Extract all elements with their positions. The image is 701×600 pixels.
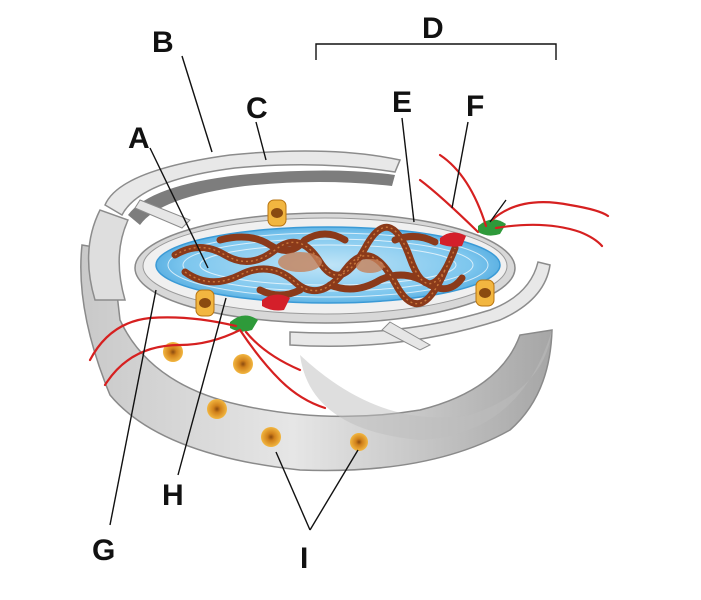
chromatin-texture: [174, 226, 456, 305]
nuclear-pore-icon: [350, 433, 368, 451]
label-h: H: [162, 479, 184, 512]
label-g: G: [92, 534, 115, 567]
nuclear-pore-icon: [233, 354, 253, 374]
nucleolus-blobs: [278, 252, 384, 273]
nuclear-pore-icon: [267, 199, 287, 227]
label-b: B: [152, 26, 174, 59]
outer-membrane-rim: [87, 150, 551, 347]
nucleoplasm: [155, 226, 501, 304]
nuclear-pore-icon: [207, 399, 227, 419]
nuclear-pore-icon: [195, 289, 215, 317]
nuclear-pore-icon: [475, 279, 495, 307]
nuclear-pore-icon: [163, 342, 183, 362]
label-a: A: [128, 122, 150, 155]
bracket-d: [315, 43, 557, 60]
ribosome-pointer: [489, 199, 507, 223]
label-d: D: [422, 12, 444, 45]
label-f: F: [466, 90, 484, 123]
nuclear-pore-icon: [261, 427, 281, 447]
nuclear-pores: [163, 199, 495, 451]
label-e: E: [392, 86, 412, 119]
outer-membrane-body: [80, 244, 553, 472]
label-i: I: [300, 542, 308, 575]
ribosome-icon: [230, 294, 290, 332]
leader-lines: [109, 55, 469, 531]
label-c: C: [246, 92, 268, 125]
